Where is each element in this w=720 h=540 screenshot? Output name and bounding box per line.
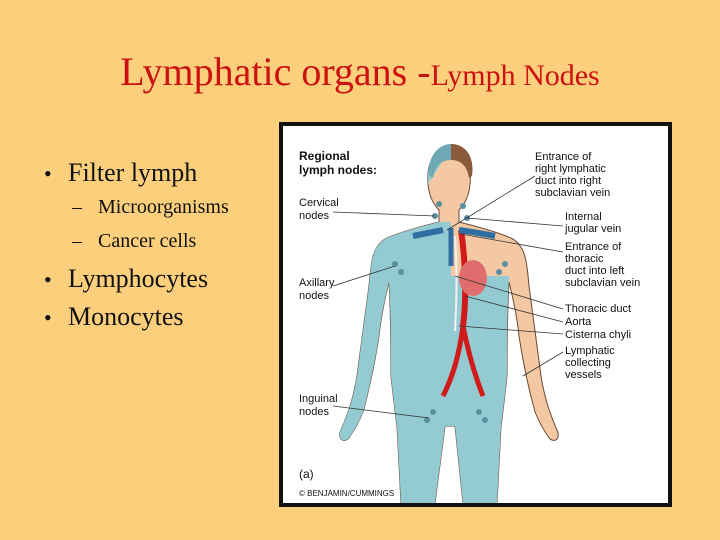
entrance-right-2: right lymphatic — [535, 163, 606, 175]
heading-line2: lymph nodes: — [299, 163, 377, 177]
leader-entrance-right — [446, 175, 536, 231]
leader-collecting — [522, 351, 564, 377]
body-silhouette — [339, 144, 559, 503]
right-subclavian-vein — [412, 227, 444, 239]
sub-bullet-item: – Cancer cells — [72, 230, 229, 264]
left-subclavian-vein — [458, 227, 496, 239]
leader-cisterna — [458, 325, 564, 335]
credit-text: © BENJAMIN/CUMMINGS — [299, 489, 394, 498]
dash-glyph: – — [72, 196, 82, 218]
lymphatic-system-illustration: Regional lymph nodes: Cervical nodes Axi… — [299, 144, 640, 503]
inguinal-node — [482, 417, 488, 423]
hair-right — [451, 144, 473, 178]
sub-bullet-item: – Microorganisms — [72, 196, 229, 230]
iliac-artery-right — [460, 325, 486, 397]
inguinal-node — [476, 409, 482, 415]
entrance-right-1: Entrance of — [535, 151, 592, 163]
title-main: Lymphatic organs - — [120, 49, 431, 94]
inguinal-node — [430, 409, 436, 415]
lymph-node-figure: Regional lymph nodes: Cervical nodes Axi… — [279, 122, 672, 507]
internal-jugular-2: jugular vein — [564, 223, 621, 235]
sub-bullet-text: Cancer cells — [98, 230, 197, 252]
bullet-list: • Filter lymph – Microorganisms – Cancer… — [44, 158, 229, 340]
bullet-glyph: • — [44, 161, 52, 186]
entrance-thoracic-3: duct into left — [565, 265, 624, 277]
inguinal-label-1: Inguinal — [299, 393, 338, 405]
bullet-item: • Lymphocytes — [44, 264, 229, 302]
lymph-nodes — [392, 201, 508, 423]
title-sub: Lymph Nodes — [430, 59, 600, 92]
axillary-node — [398, 269, 404, 275]
inguinal-label-2: nodes — [299, 406, 329, 418]
cervical-label-2: nodes — [299, 210, 329, 222]
dash-glyph: – — [72, 230, 82, 252]
slide-title: Lymphatic organs -Lymph Nodes — [0, 48, 720, 95]
leader-internal-jugular — [466, 217, 564, 227]
cervical-label-1: Cervical — [299, 197, 339, 209]
bullet-text: Lymphocytes — [68, 264, 209, 293]
bullet-item: • Monocytes — [44, 302, 229, 340]
heart — [459, 260, 487, 296]
leader-entrance-thoracic — [460, 233, 564, 253]
cervical-node — [460, 203, 466, 209]
bullet-text: Filter lymph — [68, 158, 198, 187]
bullet-item: • Filter lymph — [44, 158, 229, 196]
thoracic-duct-label: Thoracic duct — [565, 303, 631, 315]
leader-inguinal — [332, 405, 430, 419]
entrance-thoracic-2: thoracic — [565, 253, 604, 265]
thoracic-duct — [454, 235, 458, 332]
leader-cervical — [332, 211, 436, 217]
bullet-glyph: • — [44, 305, 52, 330]
collecting-3: vessels — [565, 369, 602, 381]
axillary-node — [496, 269, 502, 275]
hair-left — [428, 144, 451, 178]
leader-lines — [332, 175, 564, 419]
collecting-2: collecting — [565, 357, 611, 369]
aorta-label: Aorta — [565, 316, 592, 328]
sub-bullet-text: Microorganisms — [98, 196, 229, 218]
iliac-artery-left — [440, 325, 466, 398]
axillary-node — [502, 261, 508, 267]
inguinal-node — [424, 417, 430, 423]
entrance-thoracic-1: Entrance of — [565, 241, 622, 253]
panel-label: (a) — [299, 467, 314, 481]
collecting-1: Lymphatic — [565, 345, 615, 357]
axillary-label-1: Axillary — [299, 277, 335, 289]
heading-line1: Regional — [299, 149, 350, 163]
entrance-right-3: duct into right — [535, 175, 601, 187]
leader-thoracic-duct — [454, 275, 564, 310]
internal-jugular-1: Internal — [565, 211, 602, 223]
vessels — [412, 227, 496, 398]
leader-axillary — [332, 265, 396, 287]
entrance-right-4: subclavian vein — [535, 187, 610, 199]
cervical-node — [436, 201, 442, 207]
cisterna-label: Cisterna chyli — [565, 329, 631, 341]
axillary-label-2: nodes — [299, 290, 329, 302]
bullet-glyph: • — [44, 267, 52, 292]
figure-labels: Regional lymph nodes: Cervical nodes Axi… — [299, 149, 640, 498]
bullet-text: Monocytes — [68, 302, 184, 331]
leader-aorta — [464, 295, 564, 323]
entrance-thoracic-4: subclavian vein — [565, 277, 640, 289]
axillary-node — [392, 261, 398, 267]
